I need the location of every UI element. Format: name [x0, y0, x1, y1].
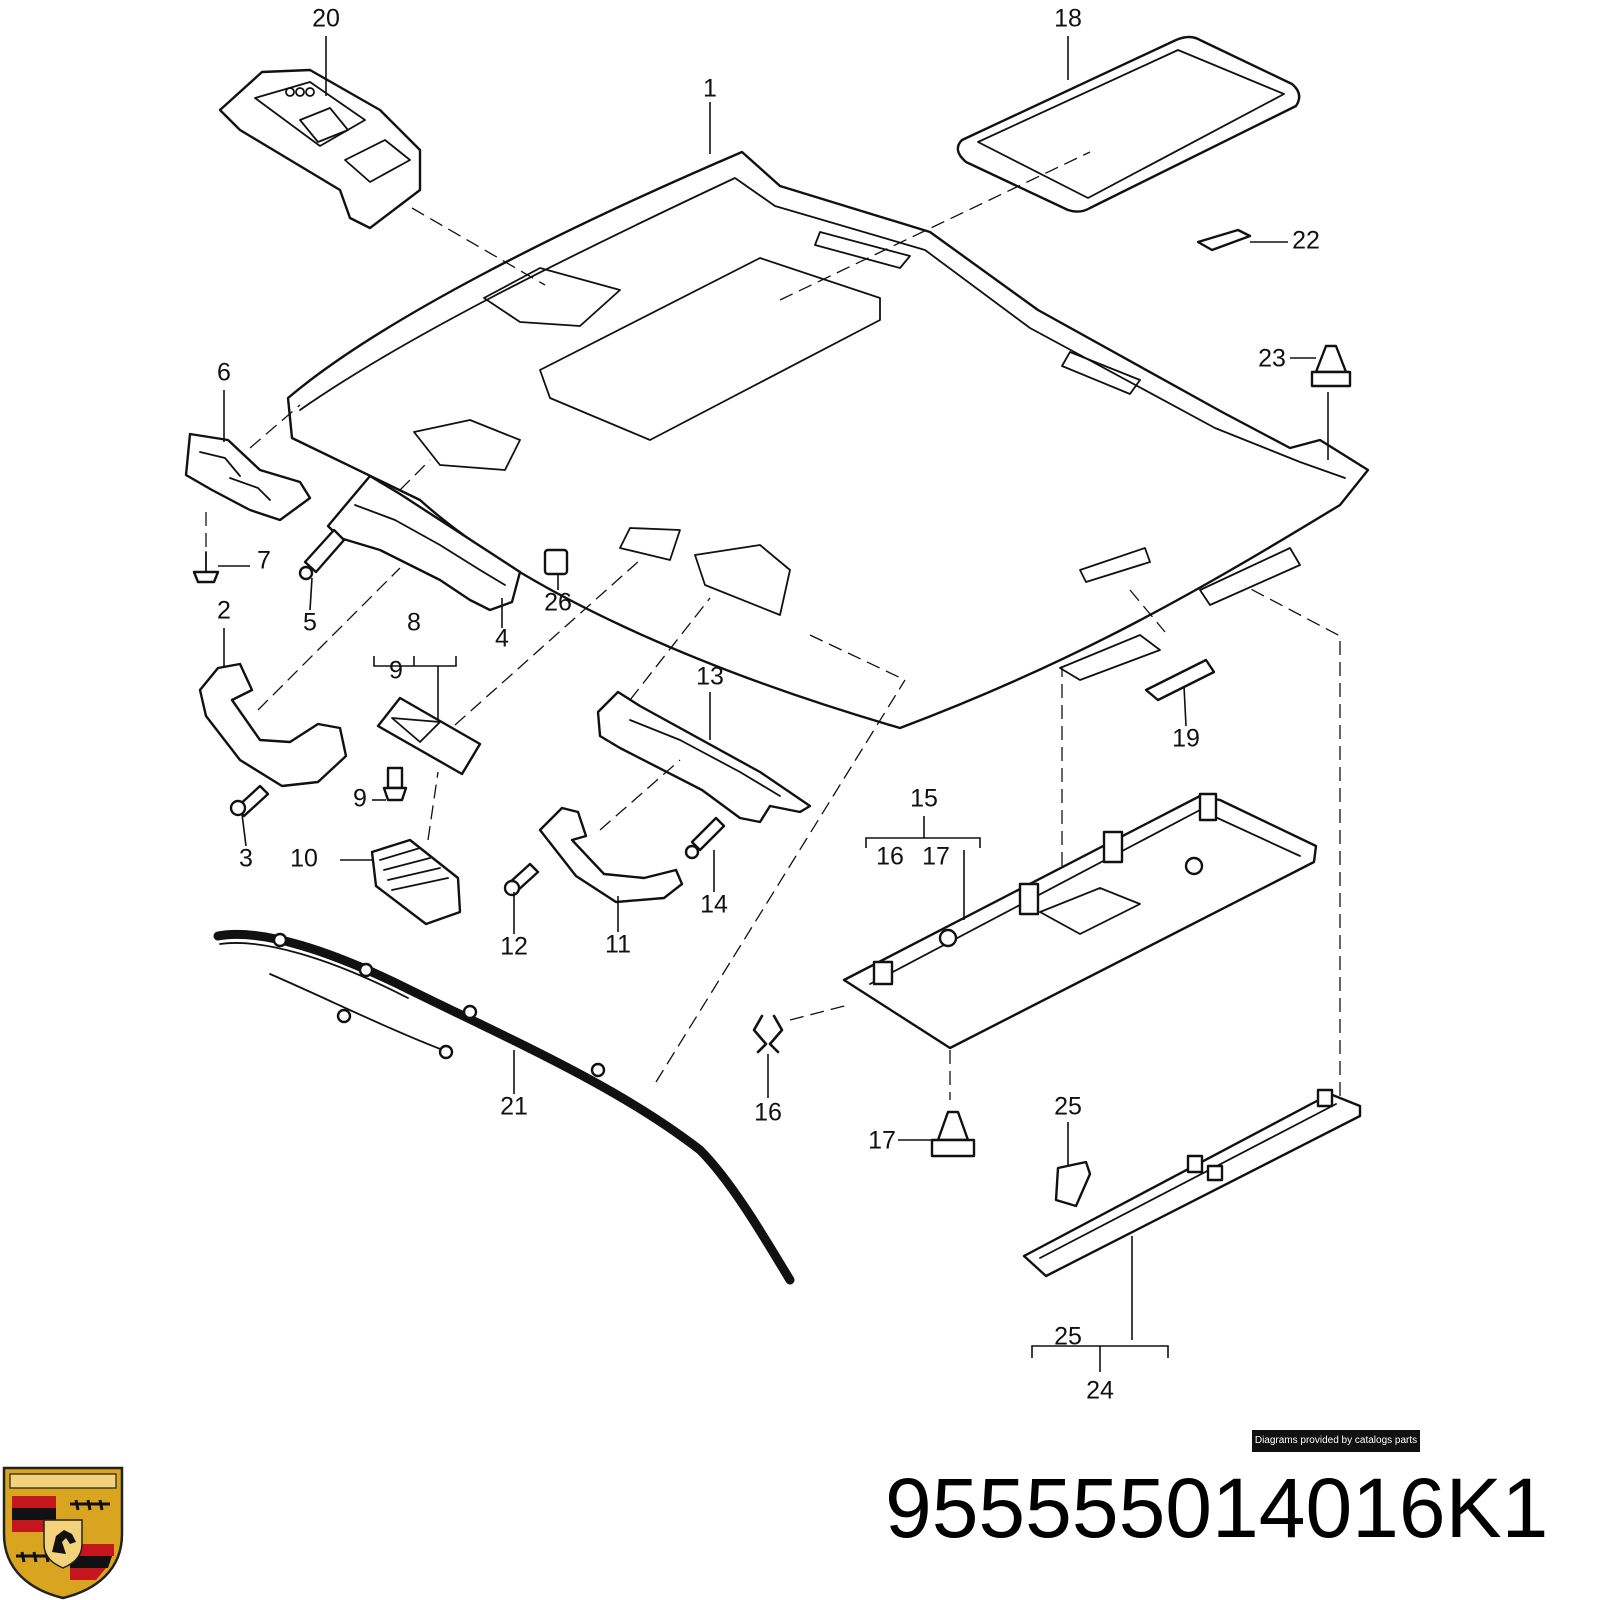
callout-9-bracket: 9: [389, 657, 403, 685]
screw-7: [192, 551, 220, 584]
callout-6: 6: [217, 359, 231, 387]
callout-17: 17: [868, 1127, 896, 1155]
assembly-lines: [205, 151, 1341, 1100]
callout-9: 9: [353, 785, 367, 813]
clip-22: [1196, 228, 1252, 252]
lamp-housing-10: [370, 838, 462, 926]
grab-handle-2: [198, 662, 348, 788]
trim-strip-24: [1022, 1088, 1362, 1278]
callout-25: 25: [1054, 1093, 1082, 1121]
screw-5: [298, 528, 346, 581]
callout-19: 19: [1172, 725, 1200, 753]
callout-10: 10: [290, 845, 318, 873]
plug-clip-17: [930, 1110, 976, 1158]
callout-2: 2: [217, 597, 231, 625]
porsche-crest-logo: [2, 1466, 124, 1600]
callout-labels: 20 18 1 22 23 6 7 26 5 4 2 8 9 13 19 9 1…: [217, 5, 1320, 1405]
bracket-19: [1144, 658, 1216, 702]
callout-18: 18: [1054, 5, 1082, 33]
callout-22: 22: [1292, 227, 1320, 255]
callout-13: 13: [696, 663, 724, 691]
clip-26: [543, 548, 569, 576]
handle-bracket-13: [596, 690, 812, 824]
screw-14: [684, 816, 726, 860]
part-number: 955555014016K1: [885, 1461, 1549, 1555]
pin-9: [382, 766, 408, 802]
callout-15: 15: [910, 785, 938, 813]
bracket-6: [184, 432, 312, 522]
plug-clip-23: [1310, 344, 1352, 388]
callout-24: 24: [1086, 1377, 1114, 1405]
screw-12: [503, 862, 540, 897]
callout-4: 4: [495, 625, 509, 653]
callout-20: 20: [312, 5, 340, 33]
spring-clip-16: [752, 1014, 784, 1054]
callout-12: 12: [500, 933, 528, 961]
overhead-console: [218, 68, 422, 230]
callout-21: 21: [500, 1093, 528, 1121]
sunroof-frame: [956, 35, 1301, 213]
screw-3: [229, 784, 270, 818]
callout-25-bracket: 25: [1054, 1323, 1082, 1351]
leader-lines: [218, 36, 1329, 1372]
clip-25: [1054, 1160, 1092, 1208]
callout-26: 26: [544, 589, 572, 617]
callout-5: 5: [303, 609, 317, 637]
callout-16: 16: [754, 1099, 782, 1127]
callout-23: 23: [1258, 345, 1286, 373]
wire-harness-21: [213, 929, 795, 1285]
handle-bracket-4: [326, 474, 522, 612]
callout-8: 8: [407, 609, 421, 637]
callout-16-bracket: 16: [876, 843, 904, 871]
grab-handle-11: [538, 806, 684, 904]
callout-11: 11: [605, 931, 631, 959]
callout-14: 14: [700, 891, 728, 919]
callout-17-bracket: 17: [922, 843, 950, 871]
trim-panel-15: [842, 792, 1318, 1050]
callout-7: 7: [257, 547, 271, 575]
callout-3: 3: [239, 845, 253, 873]
reading-lamp-8: [376, 696, 482, 776]
callout-1: 1: [703, 75, 717, 103]
credit-badge: Diagrams provided by catalogs parts: [1252, 1430, 1420, 1452]
